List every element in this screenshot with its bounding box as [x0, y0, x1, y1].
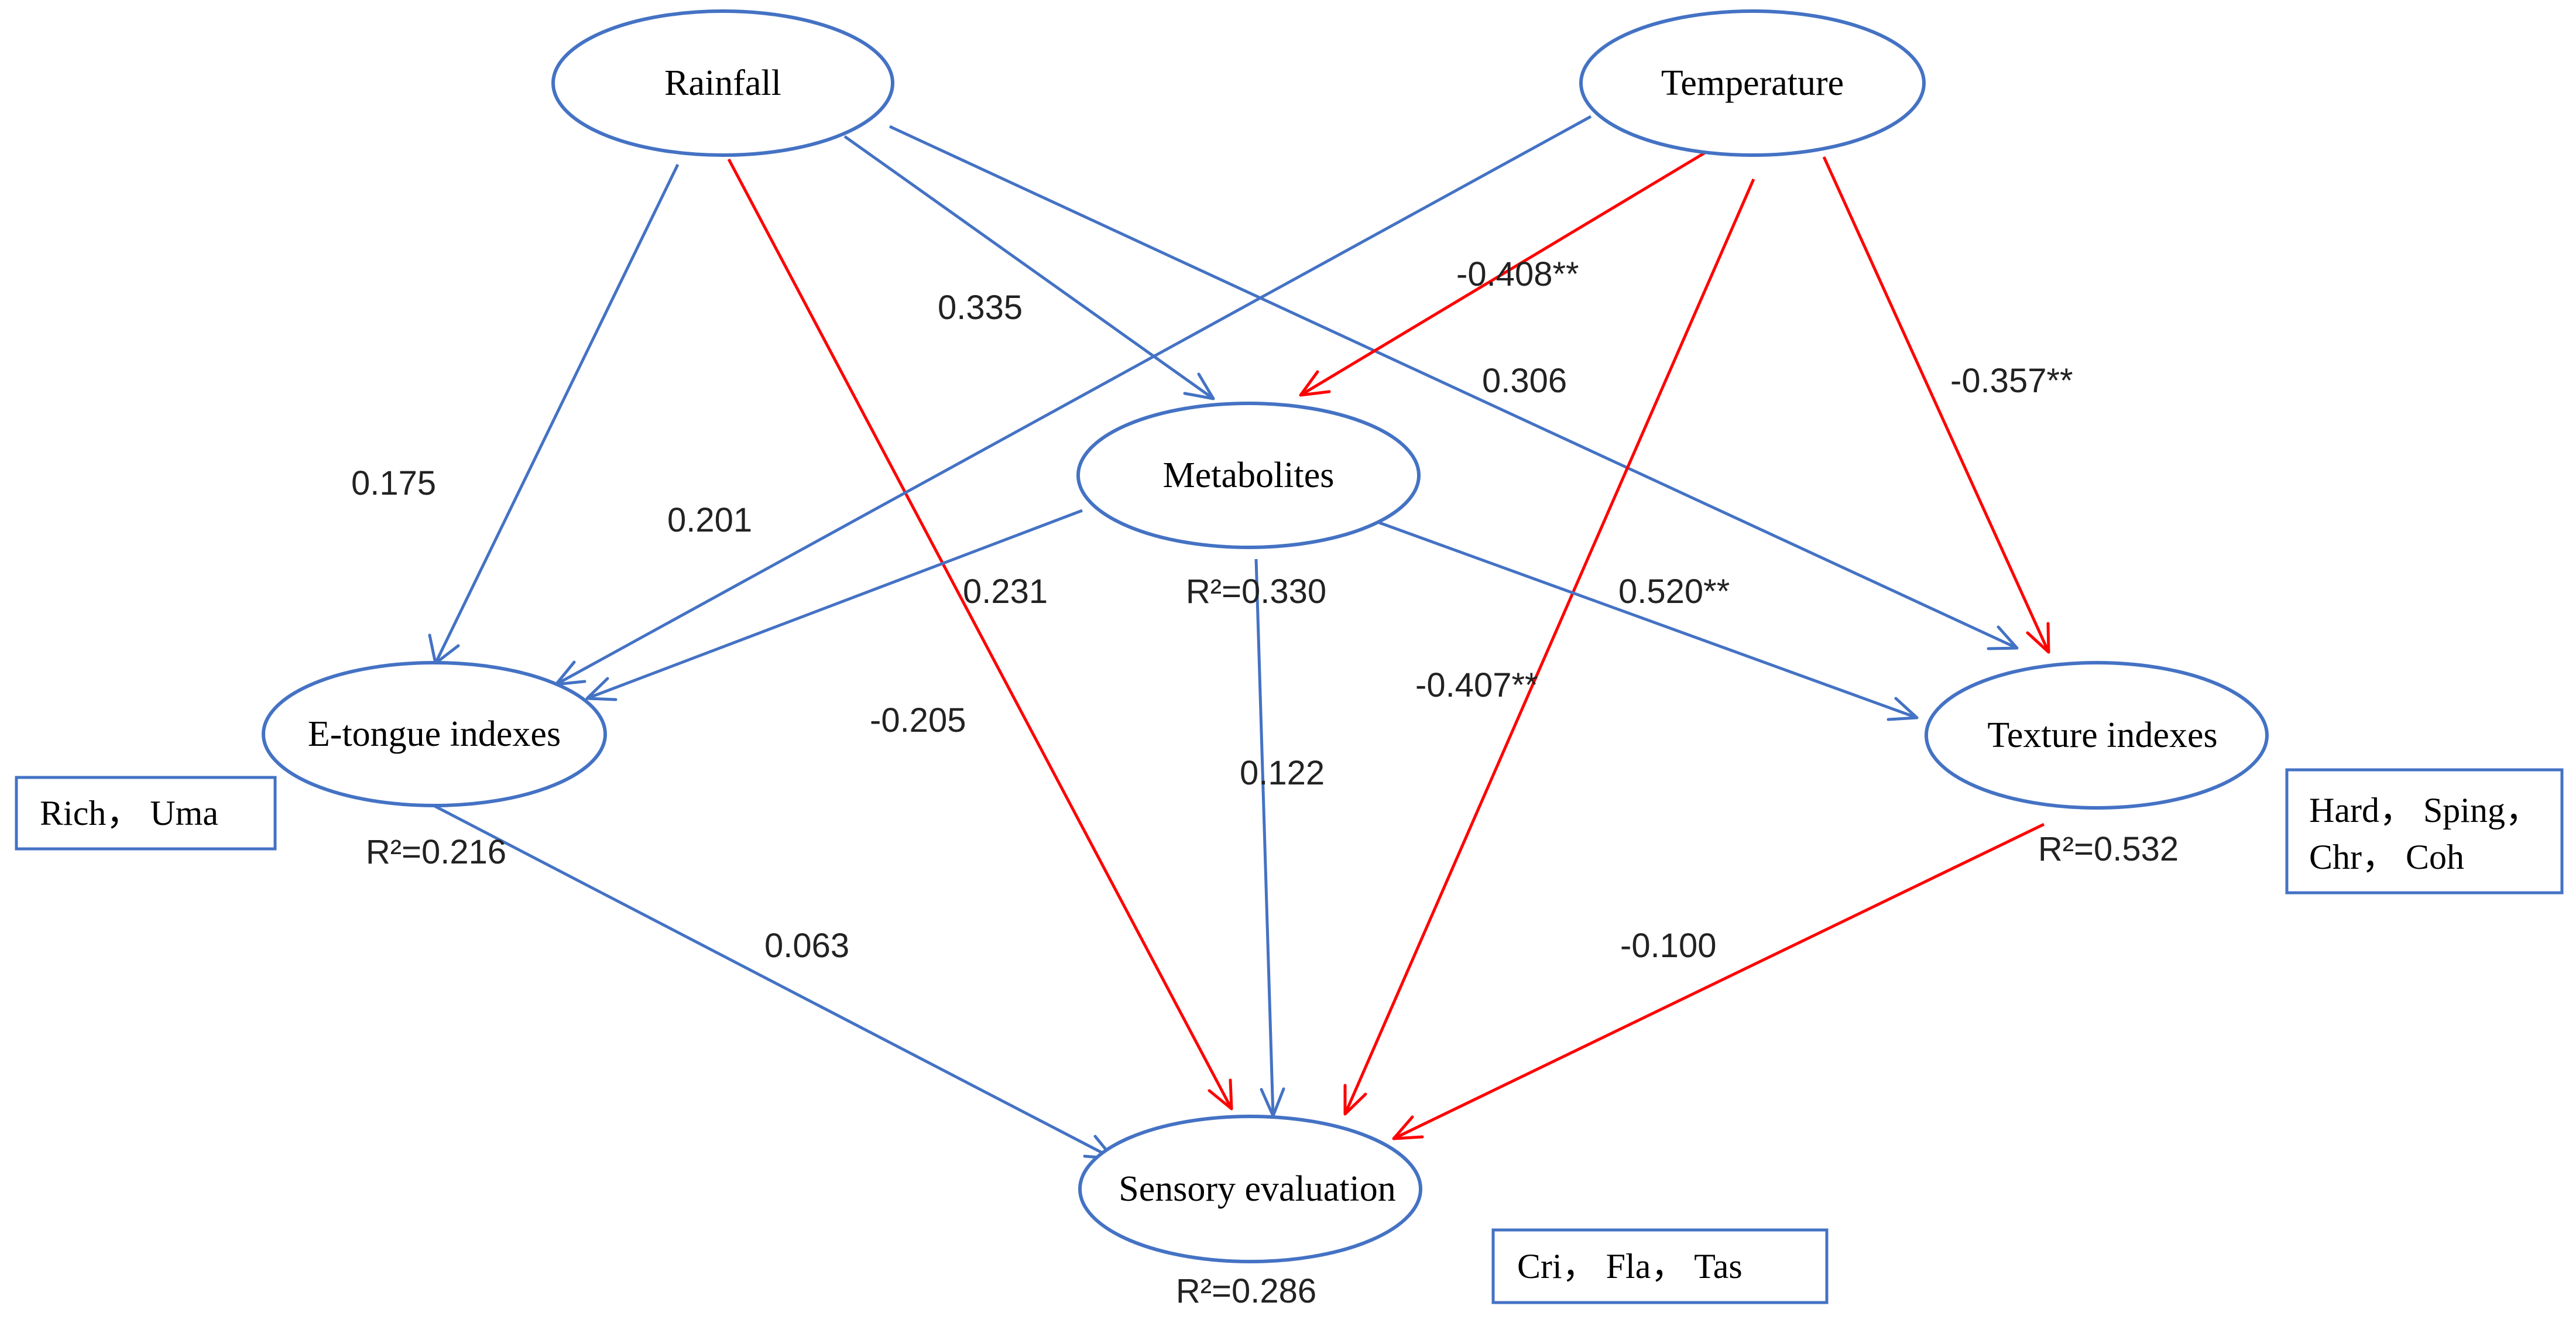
arrow-metabolites-to-texture	[1373, 519, 1919, 721]
coef-temperature-metabolites: -0.408**	[1456, 255, 1579, 293]
arrow-rainfall-to-texture	[889, 125, 2019, 650]
arrowhead	[1343, 1084, 1367, 1116]
node-label-etongue: E-tongue indexes	[308, 714, 561, 754]
coef-rainfall-sensory: -0.205	[870, 701, 966, 739]
arrowhead	[1299, 370, 1331, 397]
note-sensory-line1: Cri， Fla， Tas	[1517, 1247, 1743, 1286]
arrowhead	[585, 677, 618, 701]
note-box	[2285, 768, 2564, 895]
node-ellipse	[1076, 402, 1421, 549]
arrow-temperature-to-etongue	[554, 115, 1592, 686]
arrow-line	[727, 158, 1233, 1110]
node-sensory: Sensory evaluation	[1078, 1115, 1422, 1263]
node-label-texture: Texture indexes	[1987, 715, 2217, 755]
node-texture: Texture indexes	[1925, 661, 2269, 810]
coef-metabolites-sensory: 0.122	[1240, 754, 1325, 792]
arrow-line	[889, 125, 2018, 650]
arrowhead	[1183, 372, 1215, 400]
coef-metabolites-texture: 0.520**	[1618, 573, 1730, 611]
r2-sensory: R²=0.286	[1176, 1272, 1316, 1310]
r2-metabolites: R²=0.330	[1186, 573, 1326, 611]
coef-rainfall-etongue: 0.175	[351, 464, 436, 502]
node-label-metabolites: Metabolites	[1163, 455, 1335, 495]
node-ellipse	[1925, 661, 2269, 810]
note-etongue-line1: Rich， Uma	[40, 794, 218, 832]
note-texture-line2: Chr， Coh	[2309, 838, 2464, 876]
arrow-metabolites-to-sensory	[1254, 558, 1285, 1118]
arrow-line	[843, 135, 1215, 400]
node-rainfall: Rainfall	[551, 9, 894, 157]
note-sensory-indicators: Cri， Fla， Tas	[1491, 1228, 1829, 1304]
arrow-rainfall-to-metabolites	[843, 135, 1215, 400]
arrow-line	[1822, 156, 2050, 653]
path-coefficients: 0.175 0.335 0.306 -0.205 0.201 -0.408** …	[351, 255, 2073, 965]
note-texture-indicators: Hard， Sping， Chr， Coh	[2285, 768, 2564, 895]
r2-etongue: R²=0.216	[366, 833, 506, 871]
coef-temperature-texture: -0.357**	[1950, 362, 2073, 400]
note-texture-line1: Hard， Sping，	[2309, 791, 2540, 830]
node-ellipse	[1078, 1115, 1422, 1263]
node-label-temperature: Temperature	[1661, 63, 1844, 103]
coef-etongue-sensory: 0.063	[764, 927, 849, 965]
node-label-sensory: Sensory evaluation	[1119, 1169, 1396, 1209]
arrow-temperature-to-sensory	[1343, 178, 1755, 1116]
coef-rainfall-metabolites: 0.335	[938, 289, 1023, 327]
arrowhead	[428, 633, 460, 665]
arrowhead	[1886, 697, 1919, 721]
node-ellipse	[1579, 9, 1926, 157]
arrow-texture-to-sensory	[1392, 823, 2045, 1140]
arrow-line	[1343, 178, 1755, 1115]
arrow-temperature-to-metabolites	[1299, 150, 1708, 397]
arrowhead	[1392, 1115, 1424, 1140]
note-etongue-indicators: Rich， Uma	[15, 776, 277, 851]
arrow-line	[586, 509, 1083, 700]
node-temperature: Temperature	[1579, 9, 1926, 157]
coef-temperature-sensory: -0.407**	[1415, 666, 1538, 704]
arrowhead	[1208, 1078, 1233, 1111]
arrow-line	[434, 163, 680, 664]
node-ellipse	[551, 9, 894, 157]
arrowhead	[1987, 625, 2019, 650]
arrow-line	[430, 803, 1114, 1160]
arrow-line	[1373, 519, 1918, 719]
coef-metabolites-etongue: 0.231	[963, 573, 1048, 611]
arrow-etongue-to-sensory	[430, 803, 1115, 1160]
node-ellipse	[262, 661, 607, 807]
coef-rainfall-texture: 0.306	[1482, 362, 1567, 400]
node-metabolites: Metabolites	[1076, 402, 1421, 549]
note-box	[1491, 1228, 1829, 1304]
arrow-line	[555, 115, 1592, 686]
arrow-line	[1299, 150, 1708, 397]
arrow-line	[1392, 823, 2045, 1140]
path-arrows	[428, 115, 2050, 1160]
arrowhead	[2026, 622, 2050, 654]
node-etongue: E-tongue indexes	[262, 661, 607, 807]
coef-texture-sensory: -0.100	[1620, 927, 1716, 965]
arrow-rainfall-to-sensory	[727, 158, 1233, 1111]
r2-texture: R²=0.532	[2038, 830, 2179, 868]
arrow-line	[1254, 558, 1275, 1116]
arrowhead	[554, 660, 586, 686]
note-box	[15, 776, 277, 851]
arrow-metabolites-to-etongue	[585, 509, 1083, 701]
arrow-temperature-to-texture	[1822, 156, 2050, 654]
coef-temperature-etongue: 0.201	[667, 501, 752, 539]
node-label-rainfall: Rainfall	[664, 63, 781, 103]
arrow-rainfall-to-etongue	[428, 163, 680, 665]
